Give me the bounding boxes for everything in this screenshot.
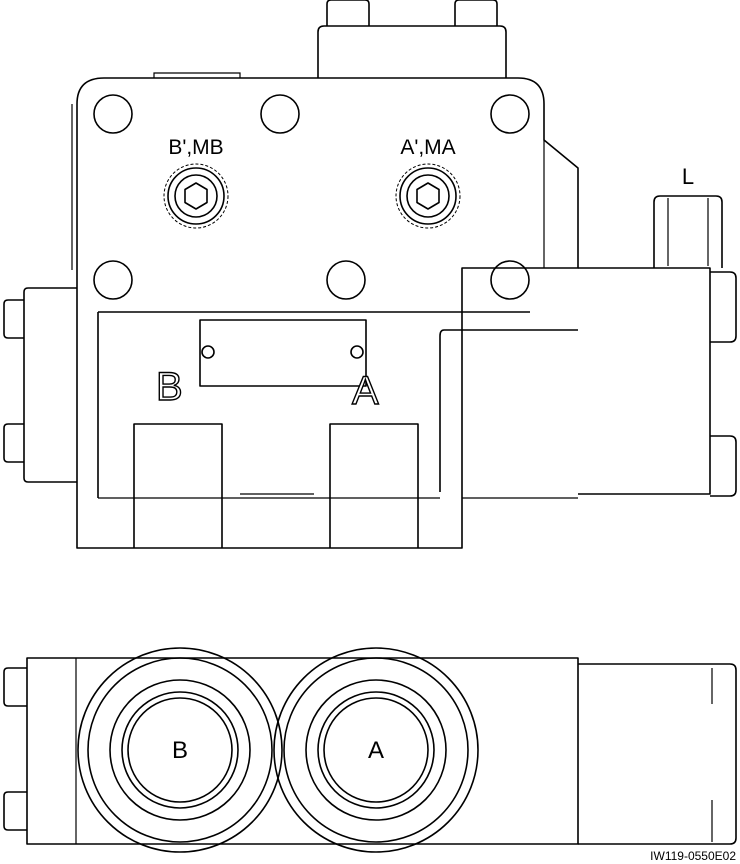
bottom-view: B A [3,647,737,853]
drawing-code: IW119-0550E02 [650,849,736,863]
port-label-a-prime: A',MA [400,136,455,159]
bottom-left-studs [3,667,27,831]
right-end-cap [439,267,737,499]
top-view: B',MB A',MA B A [3,0,737,549]
port-label-l: L [682,164,694,189]
hex-plug-b-prime [163,163,229,229]
bottom-right-extension [578,663,737,845]
name-plate [199,319,367,387]
port-label-b-prime: B',MB [168,136,223,159]
port-letter-a-side: A [352,369,379,413]
left-end-cap [3,287,77,483]
port-letter-b-side: B [156,365,183,409]
l-port-fitting [653,195,723,268]
top-boss [317,25,507,78]
port-a-bottom [273,647,479,853]
bottom-port-bosses [133,423,419,548]
hex-plug-a-prime [395,163,461,229]
cover-bolts [93,94,530,300]
port-b-bottom [77,647,283,853]
cover-plate [97,311,530,498]
main-body-outline [76,77,579,549]
port-label-a-bottom: A [368,737,384,764]
port-label-b-bottom: B [172,737,188,764]
top-groove [153,72,241,78]
top-studs [326,0,498,26]
